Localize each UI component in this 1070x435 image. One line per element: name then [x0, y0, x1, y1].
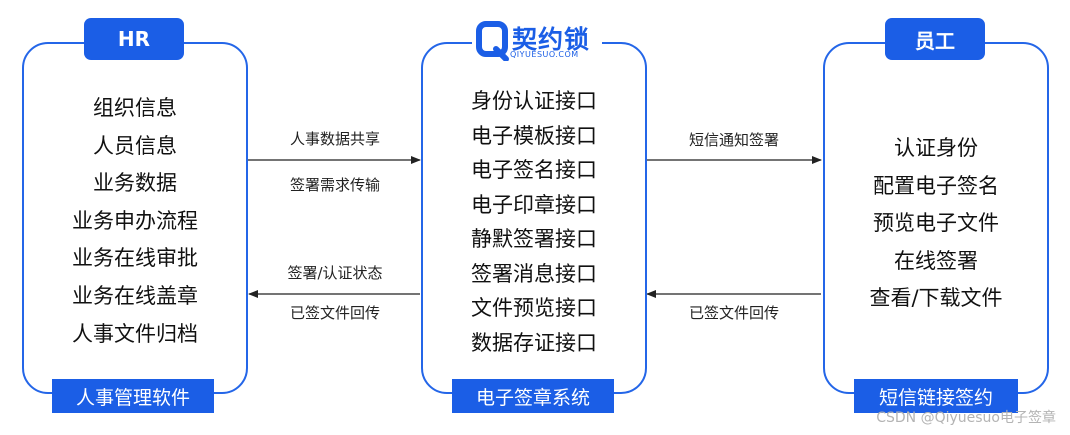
- employee-title-tag: 员工: [885, 18, 985, 60]
- logo-name: 契约锁: [512, 25, 591, 54]
- hr-item: 业务申办流程: [72, 208, 198, 233]
- center-footer-tag: 电子签章系统: [452, 379, 614, 413]
- employee-panel: 认证身份 配置电子签名 预览电子文件 在线签署 查看/下载文件: [823, 42, 1049, 394]
- employee-item-list: 认证身份 配置电子签名 预览电子文件 在线签署 查看/下载文件: [825, 130, 1047, 318]
- hr-item: 组织信息: [93, 96, 177, 120]
- logo-subtitle: QIYUESUO.COM: [510, 50, 579, 59]
- qiyuesuo-logo: 契约锁 QIYUESUO.COM: [472, 20, 602, 62]
- employee-item: 预览电子文件: [873, 211, 999, 236]
- center-item: 电子签名接口: [471, 158, 597, 182]
- watermark: CSDN @Qiyuesuo电子签章: [876, 410, 1056, 426]
- center-item: 文件预览接口: [471, 296, 597, 320]
- employee-item: 配置电子签名: [873, 173, 999, 198]
- center-item: 电子印章接口: [471, 192, 597, 217]
- hr-panel: 组织信息 人员信息 业务数据 业务申办流程 业务在线审批 业务在线盖章 人事文件…: [22, 42, 248, 394]
- center-item: 数据存证接口: [471, 330, 597, 355]
- center-item: 身份认证接口: [471, 89, 597, 113]
- hr-item-list: 组织信息 人员信息 业务数据 业务申办流程 业务在线审批 业务在线盖章 人事文件…: [24, 90, 246, 353]
- employee-item: 认证身份: [894, 136, 978, 160]
- hr-footer-tag: 人事管理软件: [52, 379, 214, 413]
- center-item-list: 身份认证接口 电子模板接口 电子签名接口 电子印章接口 静默签署接口 签署消息接…: [423, 84, 645, 360]
- flow-label-hr-to-center-bottom: 签署需求传输: [289, 176, 380, 194]
- center-item: 签署消息接口: [471, 261, 597, 286]
- hr-item: 业务在线审批: [72, 246, 198, 271]
- flow-label-center-to-hr-bottom: 已签文件回传: [289, 304, 380, 322]
- logo-mark-icon: [476, 21, 509, 61]
- flow-label-center-to-employee: 短信通知签署: [688, 131, 779, 149]
- flow-label-hr-to-center-top: 人事数据共享: [289, 130, 380, 148]
- center-item: 电子模板接口: [471, 123, 597, 148]
- hr-item: 业务在线盖章: [72, 283, 198, 308]
- hr-item: 业务数据: [93, 171, 177, 196]
- hr-item: 人事文件归档: [72, 321, 198, 346]
- center-item: 静默签署接口: [471, 227, 597, 251]
- employee-footer-tag: 短信链接签约: [854, 379, 1018, 413]
- hr-title-tag: HR: [84, 18, 184, 60]
- flow-label-employee-to-center: 已签文件回传: [688, 304, 779, 322]
- center-panel: 身份认证接口 电子模板接口 电子签名接口 电子印章接口 静默签署接口 签署消息接…: [421, 42, 647, 394]
- employee-item: 查看/下载文件: [869, 286, 1003, 311]
- hr-item: 人员信息: [93, 133, 177, 158]
- flow-label-center-to-hr-top: 签署/认证状态: [287, 264, 383, 282]
- employee-item: 在线签署: [894, 248, 978, 273]
